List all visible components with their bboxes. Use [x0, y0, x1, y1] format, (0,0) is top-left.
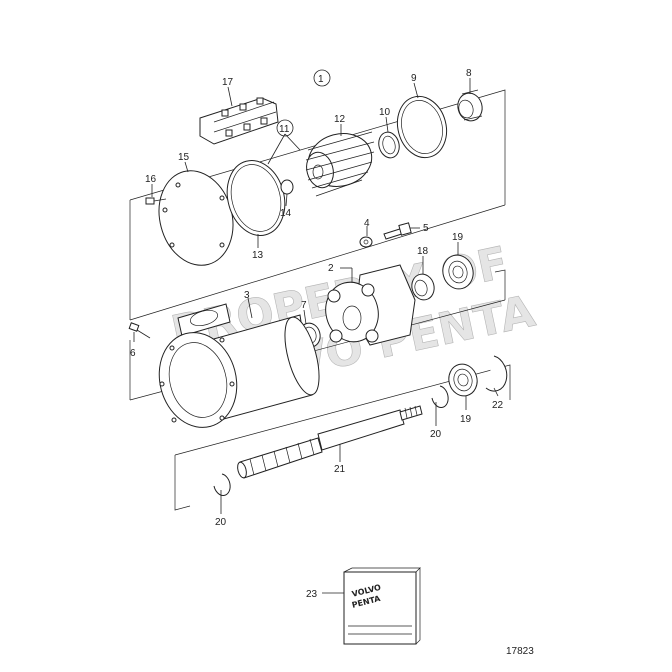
- part-22-snap-ring: [485, 355, 508, 392]
- part-9-o-ring: [396, 95, 448, 159]
- callout-5: 5: [423, 223, 429, 234]
- callout-11: 11: [279, 124, 290, 135]
- callout-13: 13: [252, 250, 264, 261]
- part-23-gasket-kit: VOLVO PENTA: [343, 567, 421, 645]
- callout-19-lower: 19: [460, 414, 472, 425]
- callout-21: 21: [334, 464, 346, 475]
- callout-4: 4: [364, 218, 370, 229]
- part-10-seal-ring: [378, 131, 400, 159]
- part-20-circlip-upper: [431, 385, 449, 408]
- callout-18: 18: [417, 246, 429, 257]
- callout-1: 1: [318, 74, 324, 85]
- part-8-seal: [457, 89, 483, 122]
- part-5-screw: [383, 222, 412, 240]
- part-21-shaft: [237, 405, 423, 479]
- part-12-impeller: [305, 131, 375, 197]
- callout-23: 23: [306, 589, 318, 600]
- callout-16: 16: [145, 174, 157, 185]
- part-19-bearing-upper: [442, 254, 474, 290]
- callout-15: 15: [178, 152, 190, 163]
- callout-2: 2: [328, 263, 334, 274]
- callout-22: 22: [492, 400, 504, 411]
- part-3-bearing-housing: [158, 303, 320, 428]
- leader-lines: [133, 78, 499, 594]
- part-16-screw: [145, 197, 167, 205]
- callout-20-lower: 20: [215, 517, 227, 528]
- part-17-wear-plate: [199, 97, 279, 145]
- callout-circles: [276, 69, 331, 137]
- part-18-seal: [411, 273, 435, 301]
- callout-9: 9: [411, 73, 417, 84]
- callout-20-upper: 20: [430, 429, 442, 440]
- part-2-pump-housing: [325, 264, 416, 346]
- drawing-number: 17823: [506, 646, 534, 657]
- part-20-circlip-lower: [213, 473, 231, 496]
- callout-12: 12: [334, 114, 346, 125]
- callout-6: 6: [130, 348, 136, 359]
- callout-10: 10: [379, 107, 391, 118]
- callout-17: 17: [222, 77, 234, 88]
- callout-labels: 1 2 3 4 5 6 7 8 9 10 11 12 13 14 15 16 1…: [130, 68, 504, 600]
- callout-8: 8: [466, 68, 472, 79]
- part-4-washer: [359, 236, 373, 248]
- part-15-cover-plate: [158, 170, 234, 266]
- callout-3: 3: [244, 290, 250, 301]
- part-14-washer: [280, 179, 294, 195]
- callout-7: 7: [301, 300, 307, 311]
- callout-19-upper: 19: [452, 232, 464, 243]
- callout-14: 14: [280, 208, 292, 219]
- part-6-screw: [128, 322, 151, 339]
- part-19-bearing-lower: [448, 363, 478, 397]
